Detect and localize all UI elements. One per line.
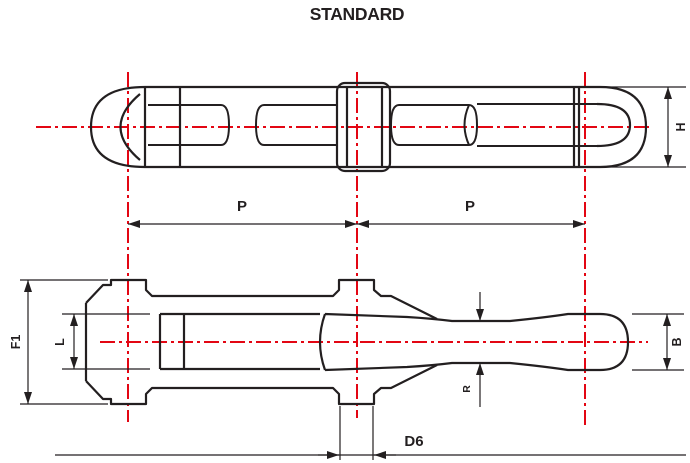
side-elevation-view — [84, 278, 630, 406]
label-pitch-right: P — [465, 198, 475, 215]
inner-bar-edges — [158, 312, 320, 371]
slot-middle — [255, 104, 337, 146]
inner-plate-edges — [477, 103, 597, 147]
ext-lines-D6 — [339, 406, 374, 460]
ext-lines-F1 — [20, 279, 108, 405]
label-width-h: H — [674, 122, 688, 131]
label-overall-height-f1: F1 — [9, 335, 23, 350]
centerlines-group — [36, 72, 652, 428]
middle-barrel — [335, 81, 392, 173]
ext-lines-H — [604, 86, 686, 168]
dimension-lines-group — [20, 86, 686, 460]
block-link-bottom-profile — [85, 364, 438, 406]
label-bar-height-b: B — [670, 337, 684, 346]
label-mid-bar-r: R — [461, 385, 473, 393]
slot-right — [390, 104, 478, 146]
sidebar-dogbone-outline — [318, 312, 630, 372]
ext-lines-B — [632, 313, 684, 371]
left-pin-inner-arc — [119, 93, 141, 161]
slot-overlap-arc — [463, 104, 470, 146]
left-pin-outer-cap — [89, 85, 146, 169]
label-inner-height-l: L — [53, 338, 67, 346]
block-link-top-profile — [85, 278, 438, 320]
right-outer-cap — [599, 85, 648, 169]
slot-left — [148, 104, 230, 146]
top-plan-view — [89, 81, 648, 173]
labels-group: STANDARD P P H F1 L B R D6 — [9, 4, 688, 450]
label-boss-diameter-d6: D6 — [404, 433, 423, 450]
label-pitch-left: P — [237, 198, 247, 215]
right-inner-cap — [596, 102, 632, 148]
drawing-title: STANDARD — [310, 4, 405, 24]
plate-slots — [148, 103, 597, 147]
